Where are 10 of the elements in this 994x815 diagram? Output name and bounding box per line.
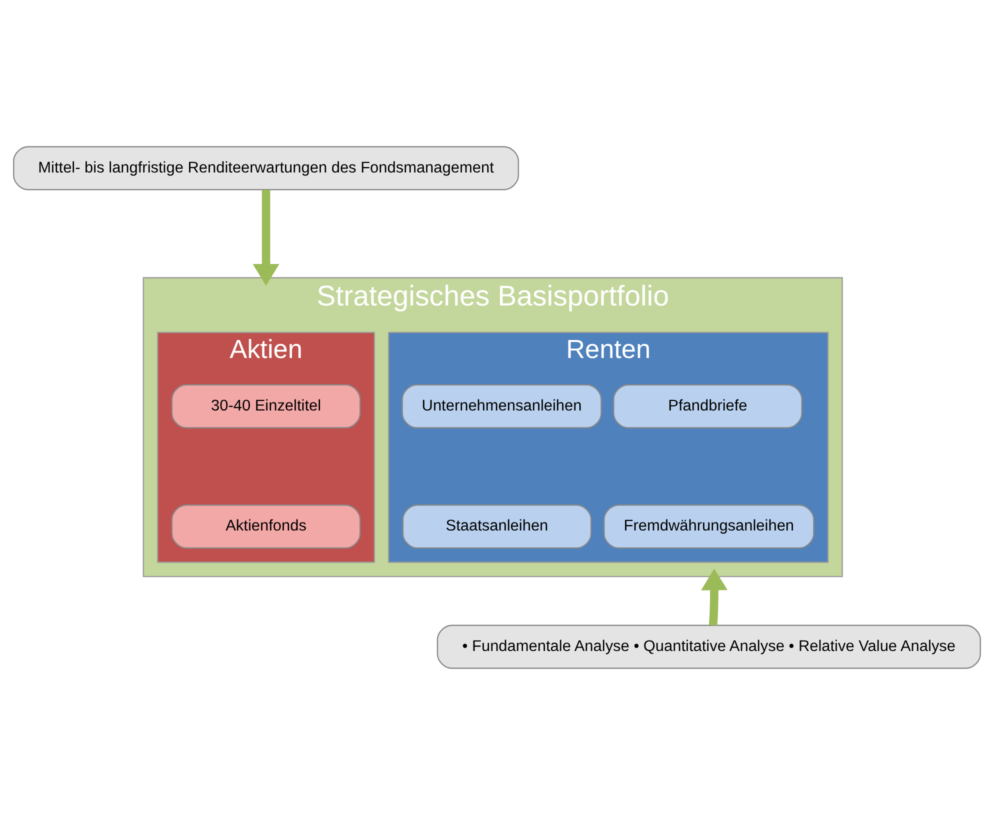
arrow xyxy=(701,568,728,626)
node-box: Staatsanleihen xyxy=(402,504,592,549)
node-box: Mittel- bis langfristige Renditeerwartungen des Fondsmanagement xyxy=(13,146,520,190)
node-box: Fremdwährungsanleihen xyxy=(604,504,814,549)
node-box: • Fundamentale Analyse • Quantitative Analyse • Relative Value Analyse xyxy=(436,624,981,669)
node-box: Aktienfonds xyxy=(171,504,361,549)
node-box: Pfandbriefe xyxy=(613,384,802,428)
node-box: Unternehmensanleihen xyxy=(402,384,602,428)
arrow xyxy=(252,190,280,286)
node-box: 30-40 Einzeltitel xyxy=(171,384,361,428)
